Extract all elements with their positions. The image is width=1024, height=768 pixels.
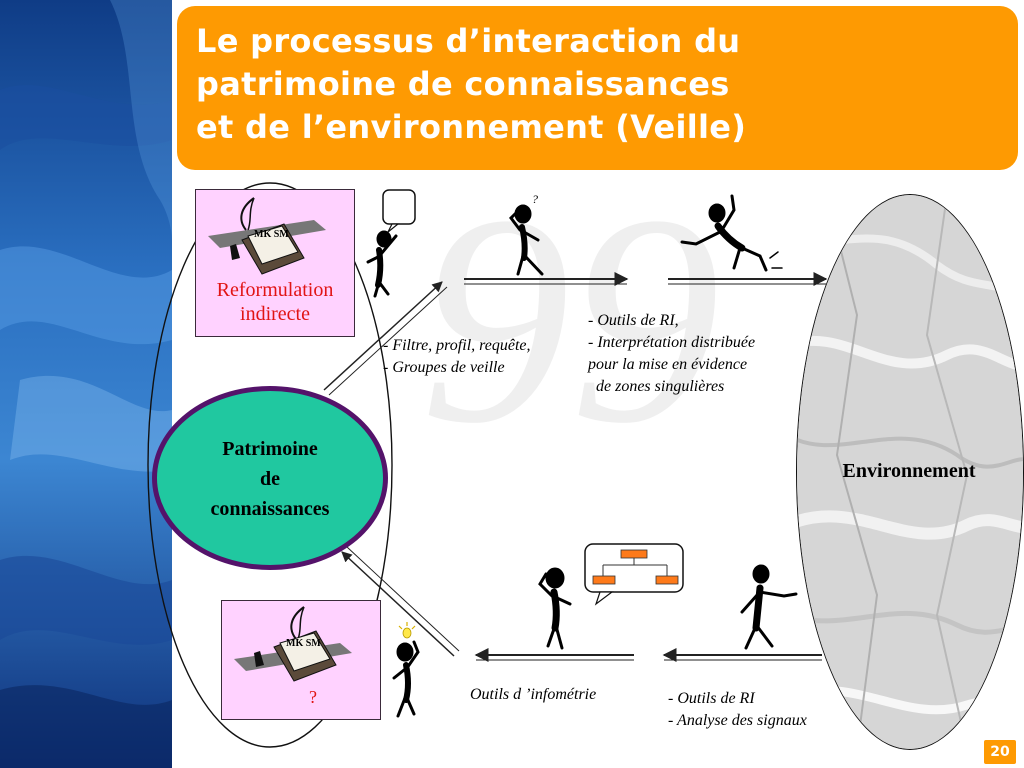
thinking-figure-icon <box>538 567 572 650</box>
book-label: MK SM <box>286 638 321 649</box>
arrow-bottom-2 <box>662 648 822 662</box>
arrow-bottom-1 <box>474 648 634 662</box>
patrimoine-node: Patrimoine de connaissances <box>152 386 388 570</box>
flowchart-icon <box>584 543 684 606</box>
book-label: MK SM <box>254 229 289 240</box>
question-label: ? <box>309 687 317 707</box>
note-outils-top: - Outils de RI, - Interprétation distrib… <box>588 312 756 395</box>
reformulation-label: Reformulation indirecte <box>216 279 334 325</box>
svg-text:99: 99 <box>420 153 720 485</box>
lightbulb-icon <box>398 622 416 639</box>
reformulation-card: MK SM Reformulation indirecte <box>195 189 355 337</box>
environment-label: Environnement <box>842 460 976 482</box>
book-quill-icon <box>234 606 352 682</box>
watermark: 99 <box>420 153 720 485</box>
talking-figure-icon <box>366 230 398 298</box>
arrow-infometrie-to-patrimoine <box>341 546 460 657</box>
speech-bubble-icon <box>382 189 416 233</box>
svg-text:?: ? <box>532 192 538 206</box>
idea-figure-icon <box>392 640 420 718</box>
excited-figure-icon <box>680 194 783 272</box>
book-quill-icon <box>208 197 326 275</box>
pointing-figure-icon <box>740 564 798 650</box>
title-banner <box>177 6 1018 170</box>
patrimoine-label: Patrimoine de connaissances <box>210 438 330 520</box>
slide-title: Le processus d’interaction du patrimoine… <box>196 22 747 146</box>
note-infometrie: Outils d ’infométrie <box>470 686 597 703</box>
arrow-top-2 <box>668 272 828 286</box>
page-number: 20 <box>984 740 1016 764</box>
note-filtre: - Filtre, profil, requête, - Groupes de … <box>383 337 531 376</box>
arrow-top-1 <box>464 272 629 286</box>
process-ellipse <box>147 182 393 748</box>
confused-figure-icon: ? <box>509 192 544 276</box>
question-card: MK SM ? <box>221 600 381 720</box>
sidebar-decoration <box>0 0 172 768</box>
arrow-patrimoine-to-veille <box>323 281 448 396</box>
note-outils-bottom: - Outils de RI - Analyse des signaux <box>668 690 807 729</box>
